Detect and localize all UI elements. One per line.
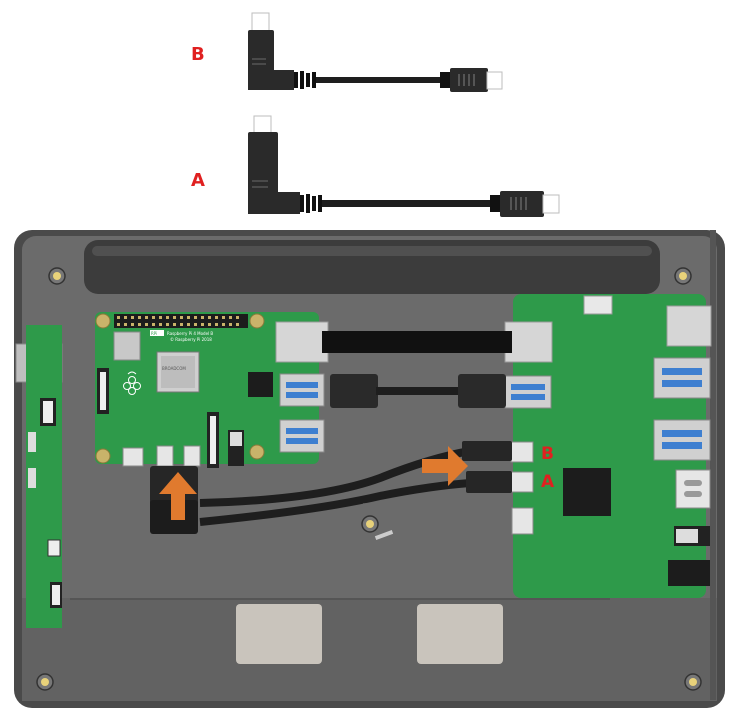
pi-ethernet-port xyxy=(276,322,328,362)
cable-b-top-tip xyxy=(252,13,269,31)
cable-a-loose: A xyxy=(191,116,559,217)
driver-usb-port-1 xyxy=(505,376,551,408)
driver-usb-port-2 xyxy=(654,358,710,398)
driver-hdmi-port-b xyxy=(511,442,533,462)
screw-icon xyxy=(49,268,65,284)
board-badge-text: RPi xyxy=(151,331,157,336)
driver-ethernet-port xyxy=(505,322,552,362)
pi-usbc-port xyxy=(123,448,143,466)
screw-icon xyxy=(675,268,691,284)
rubber-pad-right xyxy=(417,604,503,664)
driver-main-chip xyxy=(563,468,611,516)
driver-usbc-port xyxy=(676,470,710,508)
screw-icon xyxy=(362,516,378,532)
driver-hdmi-port-a xyxy=(511,472,533,492)
rubber-pad-left xyxy=(236,604,322,664)
cable-b-loose: B xyxy=(191,13,502,92)
pi-micro-hdmi-1 xyxy=(184,446,200,466)
driver-board-right: B A xyxy=(505,294,711,598)
soc-chip-label: BROADCOM xyxy=(162,366,186,371)
side-pcb-left xyxy=(26,325,62,628)
cable-a-label: A xyxy=(191,170,205,191)
screw-icon xyxy=(37,674,53,690)
cable-b-right-tip xyxy=(487,72,502,89)
pi-usb-port-2 xyxy=(280,420,324,452)
port-a-label: A xyxy=(541,472,555,492)
port-b-label: B xyxy=(541,444,554,464)
pi-micro-hdmi-0 xyxy=(157,446,173,466)
ribbon-link xyxy=(322,331,512,353)
raspberry-pi-board: RPi Raspberry Pi 4 Model B © Raspberry P… xyxy=(95,312,328,468)
board-model-text: Raspberry Pi 4 Model B xyxy=(167,331,213,336)
pi-usb-port-1 xyxy=(280,374,324,406)
case-bottom-channel xyxy=(70,598,610,600)
cable-b-label: B xyxy=(191,44,205,65)
cable-a-wire xyxy=(322,200,492,207)
cable-b-wire xyxy=(316,77,442,83)
board-copyright-text: © Raspberry Pi 2018 xyxy=(170,337,212,342)
cable-a-right-tip xyxy=(543,195,559,213)
cable-a-top-tip xyxy=(254,116,271,134)
screw-icon xyxy=(685,674,701,690)
driver-usb-port-3 xyxy=(654,420,710,460)
